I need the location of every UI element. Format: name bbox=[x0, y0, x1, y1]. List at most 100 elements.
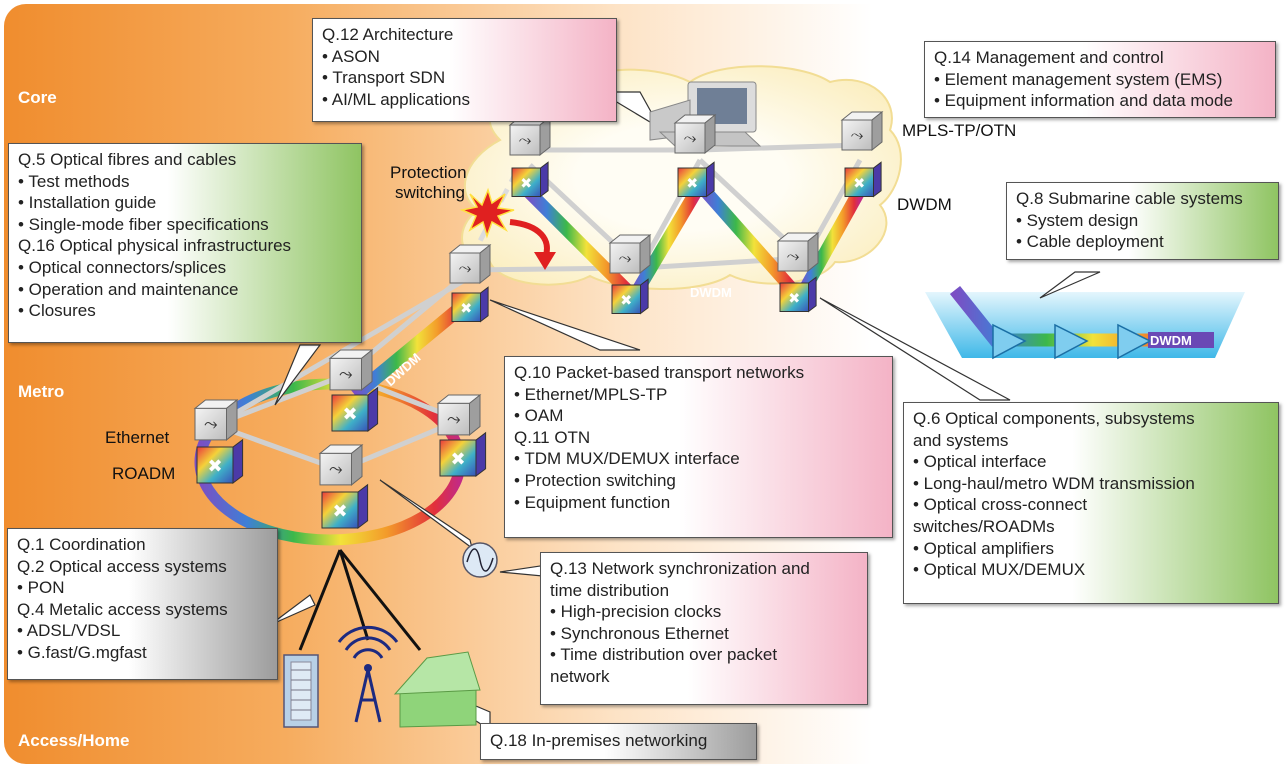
callout-q14-title: Q.14 Management and control bbox=[934, 48, 1164, 67]
roadm-icon: ✖ bbox=[439, 431, 487, 478]
roadm-icon: ✖ bbox=[451, 286, 489, 323]
packet-switch-icon: ⤳ bbox=[608, 233, 652, 275]
svg-text:⤳: ⤳ bbox=[519, 130, 532, 149]
svg-text:⤳: ⤳ bbox=[619, 248, 632, 267]
callout-q13-item: • High-precision clocks bbox=[550, 602, 722, 622]
svg-text:⤳: ⤳ bbox=[459, 258, 472, 277]
packet-switch-icon: ⤳ bbox=[776, 231, 820, 273]
callout-q10-item: • Ethernet/MPLS-TP bbox=[514, 384, 668, 404]
protection-switching-label-1: Protection bbox=[390, 163, 467, 182]
callout-q12: Q.12 Architecture • ASON • Transport SDN… bbox=[312, 18, 617, 122]
svg-text:✖: ✖ bbox=[342, 404, 357, 425]
callout-q5-q16: Q.5 Optical fibres and cables • Test met… bbox=[8, 143, 362, 343]
callout-q4-item: • G.fast/G.mgfast bbox=[17, 642, 147, 662]
callout-q16-item: • Operation and maintenance bbox=[18, 279, 239, 299]
packet-switch-icon: ⤳ bbox=[673, 113, 717, 155]
callout-q13-title-cont: time distribution bbox=[550, 580, 670, 600]
callout-q13-item: • Synchronous Ethernet bbox=[550, 623, 729, 643]
roadm-icon: ✖ bbox=[779, 276, 817, 313]
roadm-icon: ✖ bbox=[511, 161, 549, 198]
callout-q12-item: • Transport SDN bbox=[322, 68, 446, 88]
submarine-water bbox=[925, 292, 1245, 358]
callout-q6-item: • Optical interface bbox=[913, 452, 1047, 472]
house-icon bbox=[393, 651, 481, 728]
svg-text:✖: ✖ bbox=[686, 176, 698, 192]
callout-q13-item: • Time distribution over packet bbox=[550, 645, 778, 665]
svg-text:⤳: ⤳ bbox=[447, 408, 461, 428]
callout-q10-title: Q.10 Packet-based transport networks bbox=[514, 363, 805, 382]
svg-text:⤳: ⤳ bbox=[851, 125, 864, 144]
svg-text:✖: ✖ bbox=[620, 293, 632, 309]
packet-switch-icon: ⤳ bbox=[448, 243, 492, 285]
callout-q6-item: • Optical amplifiers bbox=[913, 538, 1055, 558]
callout-q2-item: • PON bbox=[17, 578, 65, 598]
callout-q8: Q.8 Submarine cable systems • System des… bbox=[1006, 182, 1279, 260]
roadm-icon: ✖ bbox=[677, 161, 715, 198]
callout-q13-title: Q.13 Network synchronization and bbox=[550, 559, 810, 578]
packet-switch-icon: ⤳ bbox=[328, 348, 374, 391]
callout-q5-title: Q.5 Optical fibres and cables bbox=[18, 150, 237, 169]
svg-text:✖: ✖ bbox=[460, 301, 472, 317]
svg-text:⤳: ⤳ bbox=[684, 128, 697, 147]
zone-core-label: Core bbox=[18, 88, 57, 107]
callout-q13: Q.13 Network synchronization and time di… bbox=[540, 552, 868, 705]
callout-q4-item: • ADSL/VDSL bbox=[17, 621, 121, 641]
callout-q5-item: • Single-mode fiber specifications bbox=[18, 214, 269, 234]
callout-q14: Q.14 Management and control • Element ma… bbox=[924, 41, 1276, 118]
svg-text:⤳: ⤳ bbox=[339, 363, 353, 383]
packet-switch-icon: ⤳ bbox=[193, 398, 239, 441]
fault-burst-icon bbox=[459, 187, 515, 239]
svg-text:✖: ✖ bbox=[207, 456, 222, 477]
svg-text:✖: ✖ bbox=[450, 449, 465, 470]
callout-q11-item: • Protection switching bbox=[514, 470, 676, 490]
svg-text:✖: ✖ bbox=[788, 291, 800, 307]
callout-q5-item: • Installation guide bbox=[18, 193, 157, 213]
zone-access-label: Access/Home bbox=[18, 731, 130, 750]
roadm-icon: ✖ bbox=[321, 483, 369, 530]
callout-q12-item: • ASON bbox=[322, 46, 380, 66]
callout-q6-title-cont: and systems bbox=[913, 430, 1009, 450]
callout-q16-item: • Closures bbox=[18, 301, 96, 321]
svg-text:✖: ✖ bbox=[853, 176, 865, 192]
callout-q18: Q.18 In-premises networking bbox=[480, 723, 757, 760]
callout-q6-item: • Long-haul/metro WDM transmission bbox=[913, 473, 1195, 493]
amplifier-icon bbox=[992, 323, 1152, 360]
server-rack-icon bbox=[283, 654, 319, 728]
callout-q4-title: Q.4 Metalic access systems bbox=[17, 599, 228, 619]
callout-q1-q2-q4: Q.1 Coordination Q.2 Optical access syst… bbox=[7, 528, 278, 680]
callout-q6: Q.6 Optical components, subsystems and s… bbox=[903, 402, 1279, 604]
svg-text:⤳: ⤳ bbox=[204, 413, 218, 433]
callout-q12-title: Q.12 Architecture bbox=[322, 25, 454, 44]
callout-q8-item: • System design bbox=[1016, 210, 1139, 230]
dwdm-submarine-label: DWDM bbox=[1150, 333, 1192, 348]
callout-q14-item: • Element management system (EMS) bbox=[934, 69, 1223, 89]
packet-switch-icon: ⤳ bbox=[318, 443, 364, 486]
ethernet-label: Ethernet bbox=[105, 428, 170, 447]
callout-q1-title: Q.1 Coordination bbox=[17, 535, 146, 554]
packet-switch-icon: ⤳ bbox=[508, 115, 552, 157]
callout-q6-title: Q.6 Optical components, subsystems bbox=[913, 409, 1195, 428]
callout-q8-title: Q.8 Submarine cable systems bbox=[1016, 189, 1243, 208]
roadm-icon: ✖ bbox=[844, 161, 882, 198]
svg-text:✖: ✖ bbox=[332, 501, 347, 522]
roadm-icon: ✖ bbox=[331, 386, 379, 433]
roadm-icon: ✖ bbox=[611, 278, 649, 315]
callout-q2-title: Q.2 Optical access systems bbox=[17, 556, 227, 576]
zone-metro-label: Metro bbox=[18, 382, 65, 401]
callout-q6-item-cont: switches/ROADMs bbox=[913, 516, 1055, 536]
mpls-label: MPLS-TP/OTN bbox=[902, 121, 1017, 140]
callout-q6-item: • Optical cross-connect bbox=[913, 495, 1088, 515]
roadm-label: ROADM bbox=[112, 464, 176, 483]
callout-q13-item-cont: network bbox=[550, 666, 610, 686]
callout-q18-title: Q.18 In-premises networking bbox=[490, 731, 708, 750]
callout-q8-item: • Cable deployment bbox=[1016, 232, 1164, 252]
dwdm-core-ring-label: DWDM bbox=[690, 285, 732, 300]
callout-q6-item: • Optical MUX/DEMUX bbox=[913, 560, 1086, 580]
svg-text:✖: ✖ bbox=[520, 176, 532, 192]
wireless-antenna-icon bbox=[337, 625, 399, 723]
callout-q10-q11: Q.10 Packet-based transport networks • E… bbox=[504, 356, 893, 538]
callout-q10-item: • OAM bbox=[514, 406, 564, 426]
callout-q11-title: Q.11 OTN bbox=[514, 427, 591, 447]
clock-icon bbox=[462, 542, 498, 578]
roadm-icon: ✖ bbox=[196, 438, 244, 485]
